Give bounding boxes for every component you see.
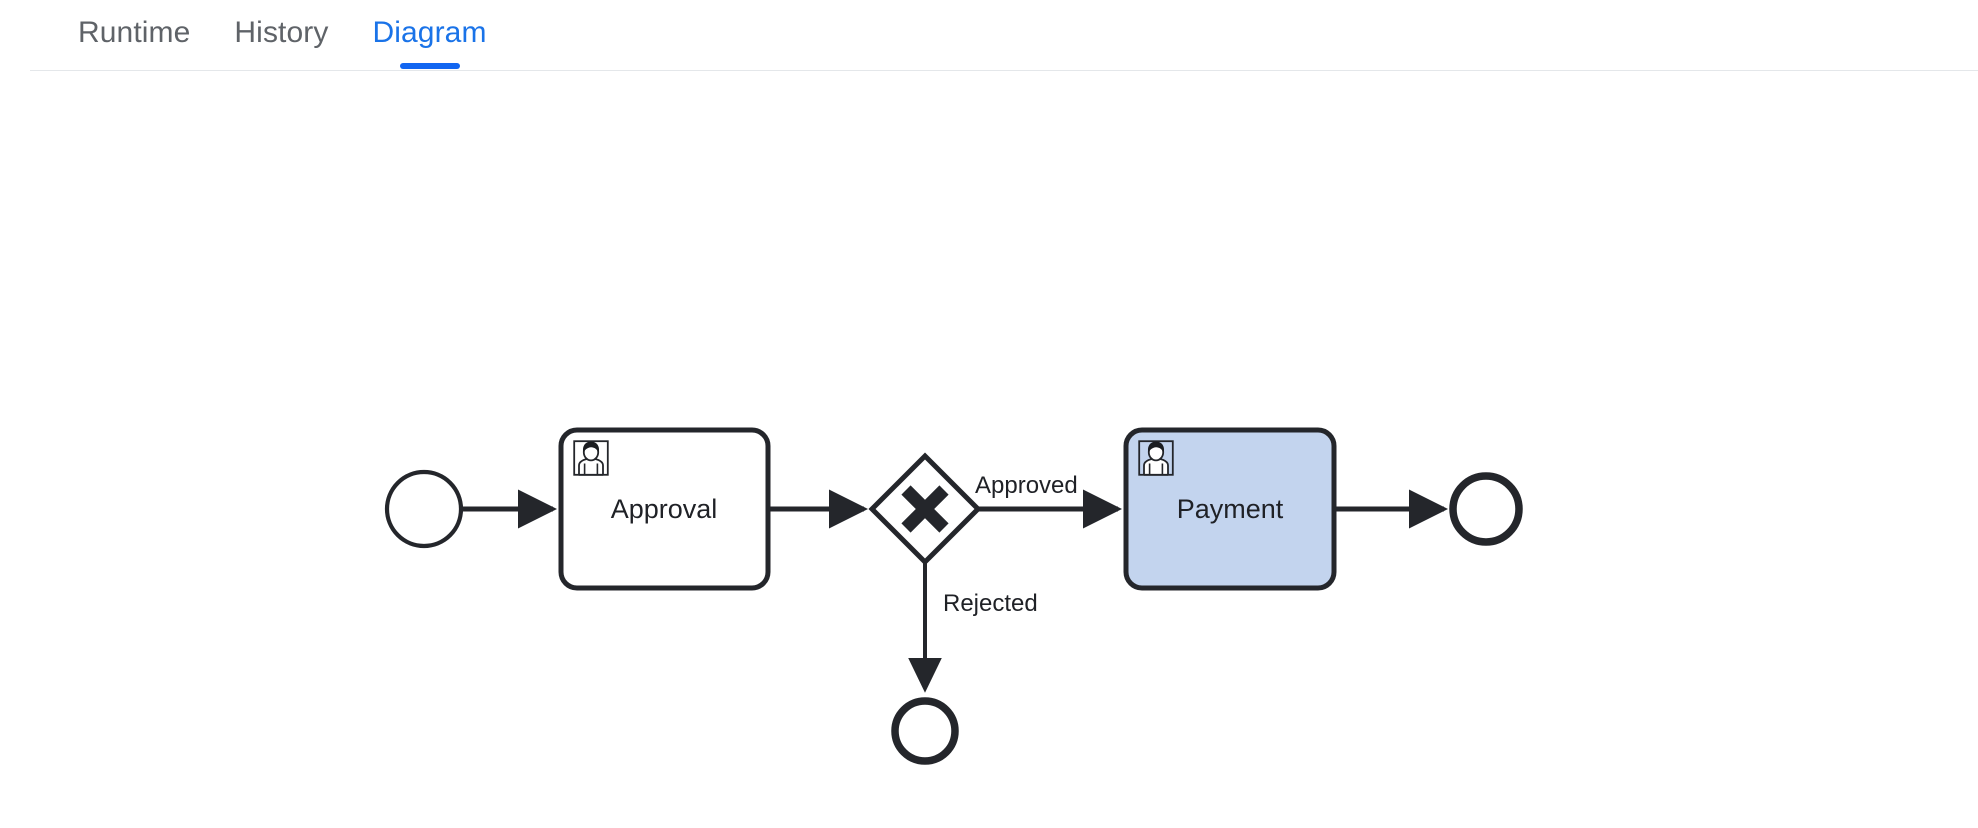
flow-label-rejected: Rejected bbox=[943, 590, 1038, 617]
diagram-canvas[interactable]: Approved Rejected Approval Payment bbox=[0, 71, 1978, 828]
flow-label-approved: Approved bbox=[975, 472, 1078, 499]
node-task-payment[interactable]: Payment bbox=[1123, 427, 1337, 591]
end-event-circle bbox=[1449, 472, 1523, 546]
task-approval-body bbox=[558, 427, 771, 591]
task-payment-body bbox=[1123, 427, 1337, 591]
tab-diagram-label: Diagram bbox=[372, 16, 487, 49]
tab-runtime[interactable]: Runtime bbox=[56, 0, 212, 66]
tab-list: Runtime History Diagram bbox=[0, 0, 509, 71]
end-event-circle bbox=[891, 697, 959, 765]
tab-bar: Runtime History Diagram bbox=[0, 0, 1978, 71]
node-end-event-approved[interactable] bbox=[1449, 472, 1523, 546]
node-start-event[interactable] bbox=[384, 469, 464, 549]
tab-diagram-underline bbox=[399, 63, 460, 69]
gateway-x-icon bbox=[901, 485, 949, 533]
tab-runtime-label: Runtime bbox=[78, 16, 191, 49]
node-end-event-rejected[interactable] bbox=[891, 697, 959, 765]
sequence-flows bbox=[461, 489, 1448, 693]
start-event-circle bbox=[384, 469, 464, 549]
tab-history-label: History bbox=[234, 16, 329, 49]
tab-bar-divider bbox=[30, 70, 1978, 71]
flow-labels: Approved Rejected bbox=[943, 472, 1078, 617]
node-exclusive-gateway[interactable] bbox=[868, 452, 982, 566]
tab-diagram[interactable]: Diagram bbox=[350, 0, 508, 69]
node-task-approval[interactable]: Approval bbox=[558, 427, 771, 591]
task-payment-label: Payment bbox=[1177, 494, 1284, 524]
task-approval-label: Approval bbox=[611, 494, 718, 524]
tab-history[interactable]: History bbox=[212, 0, 350, 66]
